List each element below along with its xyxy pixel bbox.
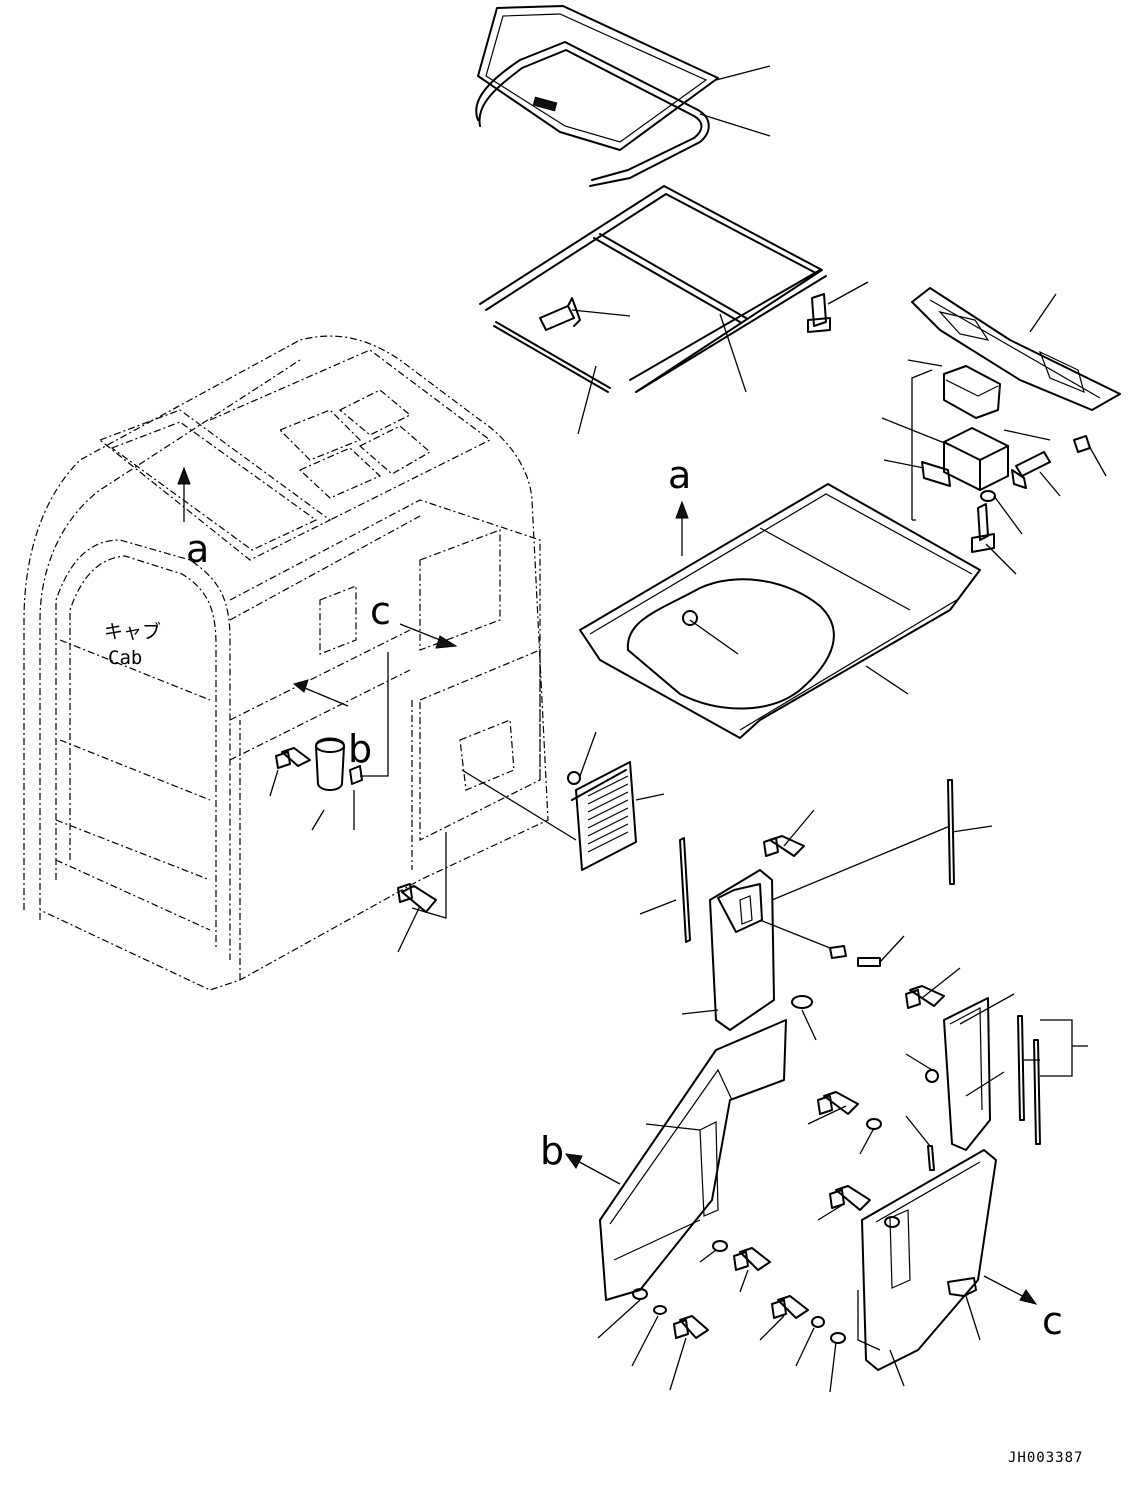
cab-label-en: Cab (108, 647, 142, 669)
weather-strip-right-top (947, 779, 955, 885)
weather-strip-left (679, 837, 691, 943)
weather-strip-right (1017, 1015, 1041, 1145)
nut-cup-holder (349, 765, 363, 785)
roof-bolt (807, 293, 831, 333)
upper-rear-cover (911, 287, 1121, 411)
roof-window-seal (475, 41, 710, 187)
clip-pillar-right (925, 1069, 939, 1083)
cab-label-jp: キャブ (104, 620, 161, 643)
side-panel-lower-left (599, 1019, 787, 1301)
clip-lower-center (927, 1145, 935, 1171)
hook-bracket (947, 1277, 977, 1297)
bolt-vertical-right (971, 503, 995, 553)
pin-clip-center (829, 945, 881, 967)
view-callout-c-cab: c (370, 589, 391, 633)
washer-bottom-center (811, 1316, 846, 1344)
bolt-cab-lower (397, 883, 437, 913)
sunshade-screw (539, 297, 581, 331)
washer-lower-left (632, 1240, 728, 1315)
sunshade-frame (479, 185, 827, 393)
view-callout-b-panel: b (540, 1129, 564, 1173)
label-plate (921, 461, 951, 487)
headliner-panel (579, 483, 981, 739)
drawing-number: JH003387 (1008, 1450, 1083, 1466)
side-panel-lower-right (861, 1149, 997, 1371)
bolt-lower-left (733, 1247, 771, 1271)
bolt-upper-right (1011, 451, 1051, 489)
mounting-bracket (943, 365, 1001, 419)
view-arrows (177, 466, 1038, 1305)
view-callout-a-cab: a (186, 527, 209, 571)
grille-clip (567, 771, 581, 785)
pillar-cover-right (943, 997, 991, 1151)
bolt-cup-holder (275, 747, 311, 769)
leader-lines (269, 65, 1107, 1393)
air-vent-grille (571, 761, 637, 871)
washer-upper-right (980, 490, 996, 502)
nut-lower-center (866, 1118, 900, 1228)
bolt-pillar-left (763, 835, 805, 857)
bolt-bottom-center (771, 1295, 809, 1319)
cap-center (791, 995, 813, 1009)
storage-box (943, 427, 1009, 491)
view-callout-c-panel: c (1042, 1299, 1063, 1343)
bolt-bottom-left (673, 1315, 709, 1339)
clip-upper-right (1073, 435, 1091, 453)
pillar-cover-left (709, 869, 775, 1031)
view-callout-a-headliner: a (668, 453, 691, 497)
bolt-pillar-right (905, 985, 945, 1009)
cab-body (23, 335, 549, 991)
cup-holder (315, 737, 345, 791)
view-callout-b-cab: b (348, 727, 372, 771)
roof-window-glass (477, 5, 719, 151)
